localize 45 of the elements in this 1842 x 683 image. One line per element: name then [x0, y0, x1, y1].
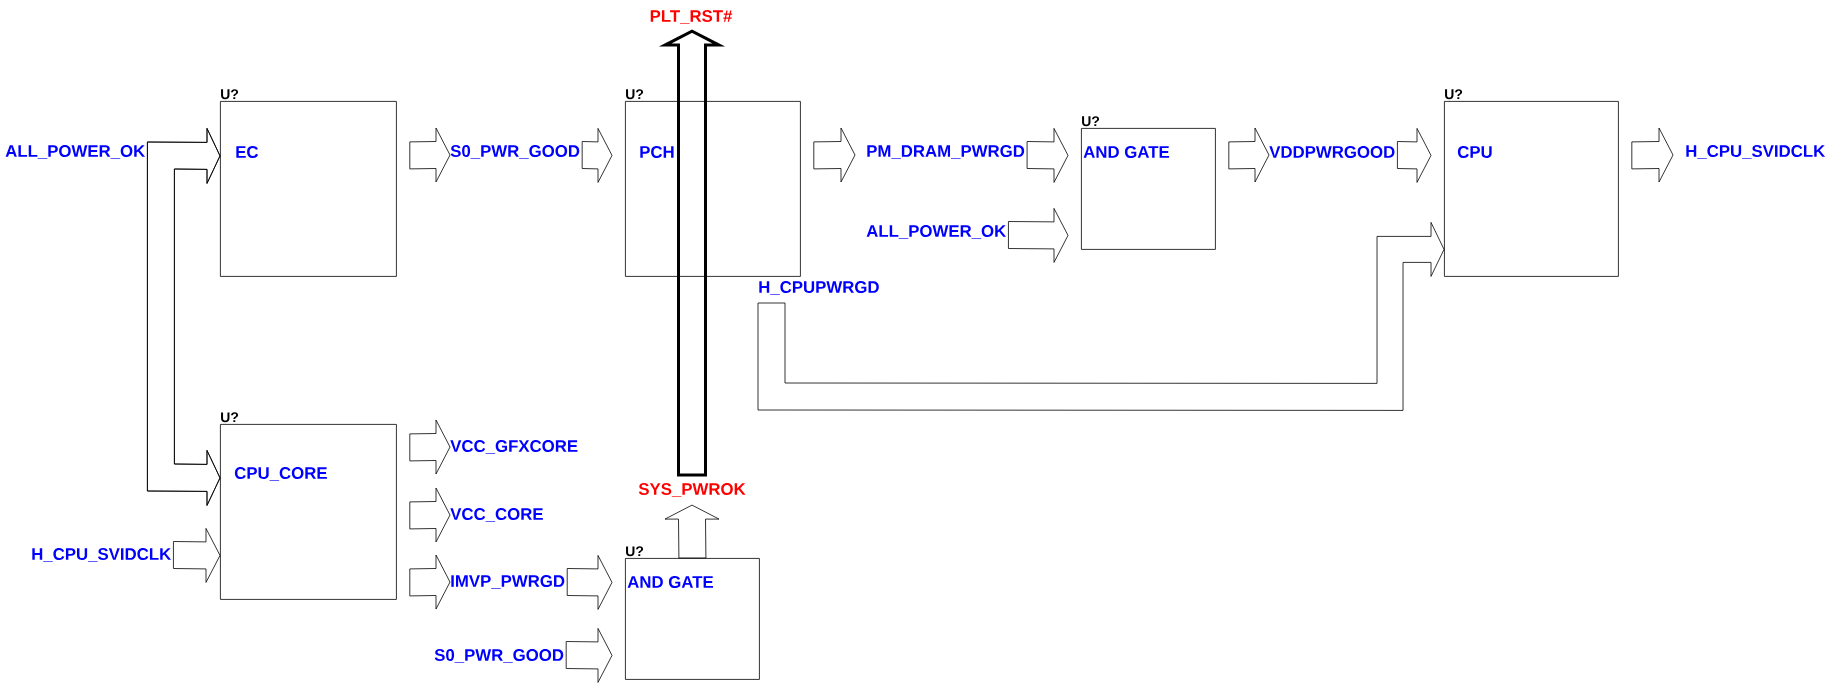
signal-label: H_CPU_SVIDCLK	[32, 548, 172, 562]
reference-designator: U?	[221, 412, 239, 423]
signal-label: ALL_POWER_OK	[5, 145, 146, 159]
reference-designator: U?	[221, 89, 239, 100]
block-label: EC	[236, 146, 259, 158]
signal-label: IMVP_PWRGD	[451, 575, 565, 589]
hollow-arrow	[173, 528, 221, 583]
thick-hollow-arrow	[658, 29, 726, 477]
hollow-arrow	[566, 555, 613, 610]
hollow-arrow	[664, 504, 720, 559]
reference-designator: U?	[1082, 116, 1100, 127]
signal-label: S0_PWR_GOOD	[450, 145, 580, 159]
reference-designator: U?	[626, 546, 644, 557]
reference-designator: U?	[626, 89, 644, 100]
block-label: AND GATE	[627, 576, 714, 588]
signal-label: H_CPUPWRGD	[759, 281, 879, 295]
hollow-arrow	[1026, 128, 1069, 183]
hollow-arrow	[1008, 208, 1069, 263]
block-label: CPU	[1457, 146, 1492, 158]
signal-label: VCC_GFXCORE	[450, 440, 578, 454]
hollow-arrow	[147, 151, 221, 506]
hollow-arrow	[581, 128, 613, 183]
signal-label: PM_DRAM_PWRGD	[867, 145, 1025, 159]
hollow-arrow	[1631, 127, 1674, 183]
hollow-arrow	[1228, 127, 1270, 183]
block-label: AND GATE	[1083, 146, 1170, 158]
signal-label: ALL_POWER_OK	[866, 225, 1007, 239]
signal-label: VCC_CORE	[450, 508, 543, 522]
hollow-arrow	[409, 554, 451, 610]
reference-designator: U?	[1445, 89, 1463, 100]
hollow-arrow	[147, 128, 221, 184]
hollow-arrow	[409, 487, 451, 543]
hollow-arrow	[813, 127, 856, 183]
block-label: CPU_CORE	[234, 467, 327, 481]
hollow-arrow	[565, 628, 613, 683]
signal-label: S0_PWR_GOOD	[434, 649, 564, 663]
signal-label: SYS_PWROK	[638, 483, 746, 497]
signal-label: PLT_RST#	[650, 10, 733, 24]
hollow-arrow	[757, 222, 1445, 411]
hollow-arrow	[409, 419, 451, 475]
hollow-arrow	[409, 127, 451, 183]
signal-label: H_CPU_SVIDCLK	[1686, 145, 1826, 159]
block-label: PCH	[640, 146, 674, 158]
hollow-arrow	[1397, 128, 1432, 183]
signal-label: VDDPWRGOOD	[1269, 146, 1395, 158]
